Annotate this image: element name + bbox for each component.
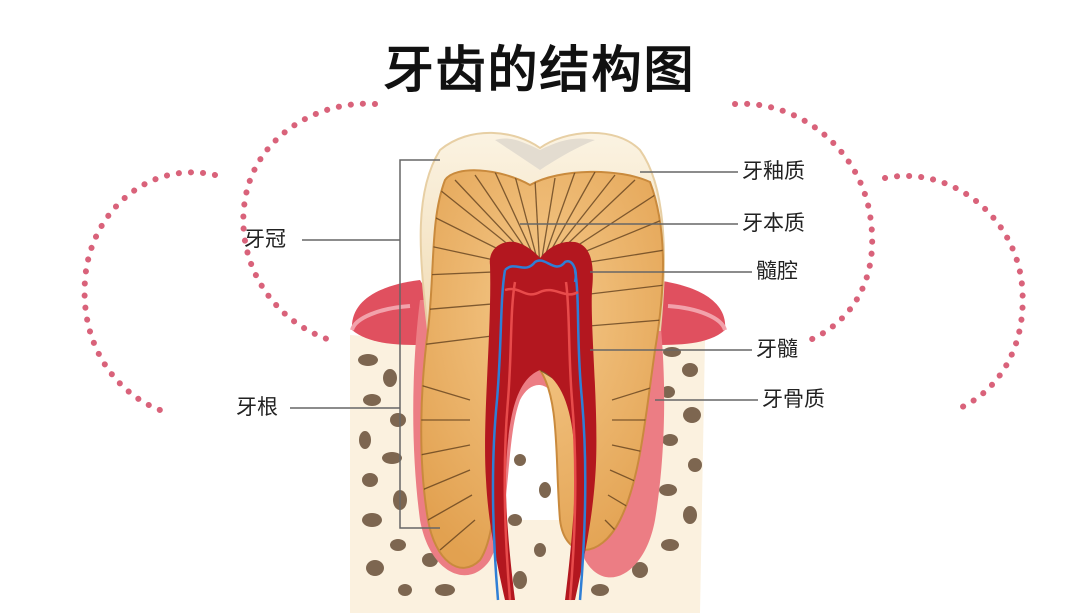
label-pulp-cavity: 髓腔 — [756, 261, 798, 282]
label-dentin: 牙本质 — [742, 213, 805, 234]
label-crown: 牙冠 — [244, 229, 286, 250]
label-pulp: 牙髓 — [756, 339, 798, 360]
page-title: 牙齿的结构图 — [0, 30, 1079, 102]
label-root: 牙根 — [236, 397, 278, 418]
label-enamel: 牙釉质 — [742, 161, 805, 182]
label-cementum: 牙骨质 — [762, 389, 825, 410]
